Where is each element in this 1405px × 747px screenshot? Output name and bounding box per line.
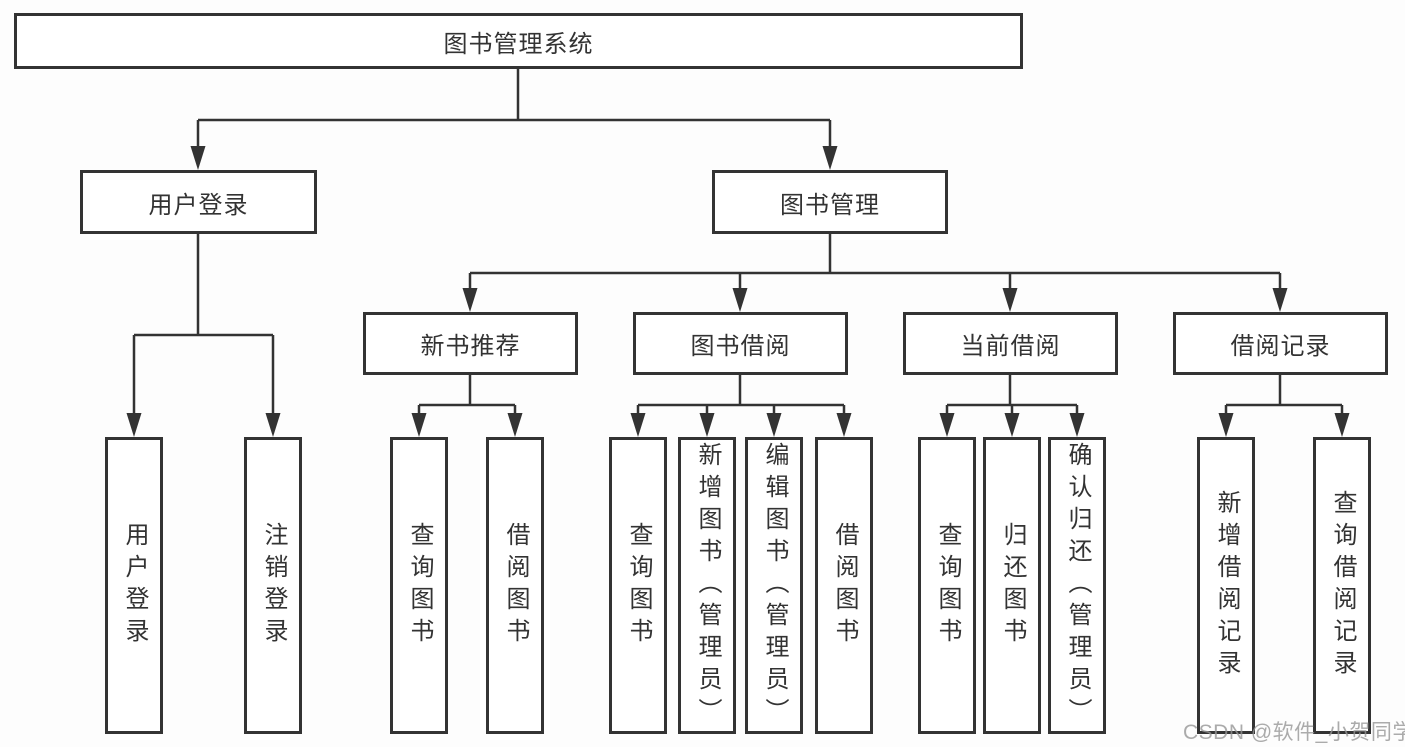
leaf-label: 归还图书	[999, 521, 1026, 650]
leaf-query-books-borrowing: 查询图书	[609, 437, 667, 734]
node-current-borrowing: 当前借阅	[903, 312, 1118, 375]
leaf-borrow-books: 借阅图书	[815, 437, 873, 734]
leaf-label: 用户登录	[121, 521, 148, 650]
leaf-logout: 注销登录	[244, 437, 302, 734]
leaf-label: 新增图书（管理员）	[694, 441, 721, 730]
leaf-label: 查询图书	[406, 521, 433, 650]
leaf-label: 确认归还（管理员）	[1064, 441, 1091, 730]
leaf-label: 新增借阅记录	[1213, 489, 1240, 682]
leaf-label: 查询图书	[934, 521, 961, 650]
leaf-query-books-current: 查询图书	[918, 437, 976, 734]
leaf-edit-books-admin: 编辑图书（管理员）	[745, 437, 803, 734]
leaf-borrow-books-recommend: 借阅图书	[486, 437, 544, 734]
node-user-login: 用户登录	[80, 170, 317, 234]
node-book-borrowing: 图书借阅	[633, 312, 848, 375]
arrowhead-icons	[126, 146, 1350, 437]
leaf-confirm-return-admin: 确认归还（管理员）	[1048, 437, 1106, 734]
leaf-label: 注销登录	[260, 521, 287, 650]
leaf-add-books-admin: 新增图书（管理员）	[678, 437, 736, 734]
leaf-label: 编辑图书（管理员）	[761, 441, 788, 730]
node-borrowing-records: 借阅记录	[1173, 312, 1388, 375]
leaf-return-books: 归还图书	[983, 437, 1041, 734]
node-root: 图书管理系统	[14, 13, 1023, 69]
node-book-management: 图书管理	[712, 170, 948, 234]
node-new-book-recommend: 新书推荐	[363, 312, 578, 375]
leaf-query-books-recommend: 查询图书	[390, 437, 448, 734]
leaf-add-borrow-record: 新增借阅记录	[1197, 437, 1255, 734]
leaf-label: 借阅图书	[831, 521, 858, 650]
leaf-user-login: 用户登录	[105, 437, 163, 734]
leaf-query-borrow-record: 查询借阅记录	[1313, 437, 1371, 734]
leaf-label: 查询借阅记录	[1329, 489, 1356, 682]
leaf-label: 查询图书	[625, 521, 652, 650]
watermark: CSDN @软件_小贺同学	[1183, 721, 1405, 744]
leaf-label: 借阅图书	[502, 521, 529, 650]
